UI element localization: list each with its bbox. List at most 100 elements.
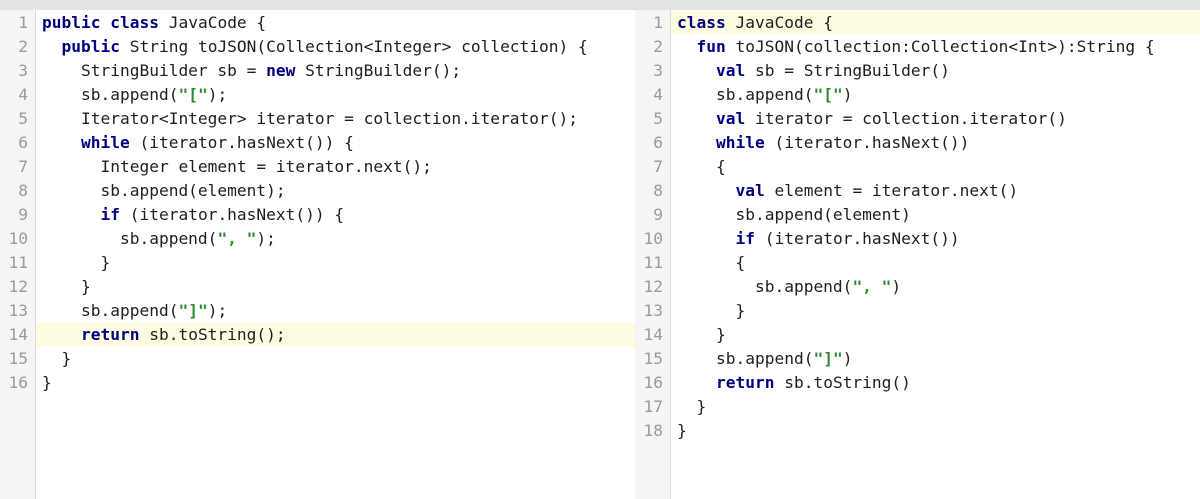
code-text: } <box>671 299 1200 323</box>
code-line[interactable]: 9 if (iterator.hasNext()) { <box>0 203 635 227</box>
line-number: 9 <box>18 205 28 224</box>
code-line[interactable]: 8 val element = iterator.next() <box>635 179 1200 203</box>
line-number: 14 <box>8 325 29 344</box>
code-line[interactable]: 5 Iterator<Integer> iterator = collectio… <box>0 107 635 131</box>
code-text: } <box>36 347 635 371</box>
code-token: } <box>42 373 52 392</box>
keyword: return <box>715 373 775 392</box>
code-token: Integer element = iterator.next(); <box>42 157 432 176</box>
code-line[interactable]: 14 } <box>635 323 1200 347</box>
line-number: 7 <box>653 157 663 176</box>
code-line[interactable]: 12 } <box>0 275 635 299</box>
code-token: sb.toString(); <box>139 325 286 344</box>
line-number: 13 <box>643 301 664 320</box>
code-line[interactable]: 16 return sb.toString() <box>635 371 1200 395</box>
code-token: } <box>677 397 707 416</box>
code-token: ); <box>256 229 276 248</box>
code-token: StringBuilder(); <box>295 61 462 80</box>
code-line[interactable]: 11 { <box>635 251 1200 275</box>
code-line[interactable]: 5 val iterator = collection.iterator() <box>635 107 1200 131</box>
code-line[interactable]: 8 sb.append(element); <box>0 179 635 203</box>
line-number: 1 <box>653 13 663 32</box>
code-line[interactable]: 13 sb.append("]"); <box>0 299 635 323</box>
code-text: val iterator = collection.iterator() <box>671 107 1200 131</box>
line-number: 12 <box>643 277 664 296</box>
code-line[interactable]: 2 public String toJSON(Collection<Intege… <box>0 35 635 59</box>
code-token <box>677 109 716 128</box>
code-line[interactable]: 17 } <box>635 395 1200 419</box>
code-text: } <box>36 275 635 299</box>
code-line[interactable]: 11 } <box>0 251 635 275</box>
code-line[interactable]: 4 sb.append("["); <box>0 83 635 107</box>
code-token: ); <box>207 301 228 320</box>
code-token: sb.append(element); <box>42 181 286 200</box>
code-text: Integer element = iterator.next(); <box>36 155 635 179</box>
code-token: sb.append( <box>42 229 218 248</box>
line-number: 11 <box>643 253 664 272</box>
code-line[interactable]: 4 sb.append("[") <box>635 83 1200 107</box>
keyword: public <box>61 37 120 56</box>
code-token: { <box>677 157 726 176</box>
code-line[interactable]: 9 sb.append(element) <box>635 203 1200 227</box>
keyword: class <box>110 13 159 32</box>
code-text: return sb.toString() <box>671 371 1200 395</box>
code-token: } <box>677 325 726 344</box>
code-text: sb.append("]"); <box>36 299 635 323</box>
code-line[interactable]: 7 Integer element = iterator.next(); <box>0 155 635 179</box>
code-token: (iterator.hasNext()) { <box>119 205 345 224</box>
code-line[interactable]: 16} <box>0 371 635 395</box>
code-line[interactable]: 6 while (iterator.hasNext()) { <box>0 131 635 155</box>
code-token: sb.append( <box>42 301 179 320</box>
code-token: } <box>42 277 91 296</box>
code-text: sb.append("[") <box>671 83 1200 107</box>
code-token: element = iterator.next() <box>764 181 1019 200</box>
code-line[interactable]: 10 sb.append(", "); <box>0 227 635 251</box>
line-number: 10 <box>643 229 664 248</box>
line-number: 16 <box>643 373 664 392</box>
code-lines: 1 class JavaCode {2 fun toJSON(collection… <box>635 11 1200 443</box>
code-text: if (iterator.hasNext()) { <box>36 203 635 227</box>
string-literal: "[" <box>813 85 843 104</box>
code-text: val sb = StringBuilder() <box>671 59 1200 83</box>
line-number: 5 <box>18 109 28 128</box>
code-line[interactable]: 13 } <box>635 299 1200 323</box>
code-line[interactable]: 1 class JavaCode { <box>635 11 1200 35</box>
code-line[interactable]: 14 return sb.toString(); <box>0 323 635 347</box>
code-line[interactable]: 15 } <box>0 347 635 371</box>
code-token: sb = StringBuilder() <box>745 61 950 80</box>
code-token: (iterator.hasNext()) { <box>129 133 354 152</box>
line-number: 6 <box>653 133 663 152</box>
code-line[interactable]: 3 StringBuilder sb = new StringBuilder()… <box>0 59 635 83</box>
line-number: 15 <box>8 349 29 368</box>
code-token: (iterator.hasNext()) <box>764 133 970 152</box>
code-line[interactable]: 7 { <box>635 155 1200 179</box>
keyword: if <box>735 229 755 248</box>
string-literal: ", " <box>852 277 892 296</box>
code-line[interactable]: 12 sb.append(", ") <box>635 275 1200 299</box>
code-line[interactable]: 6 while (iterator.hasNext()) <box>635 131 1200 155</box>
line-number: 1 <box>18 13 28 32</box>
code-line[interactable]: 3 val sb = StringBuilder() <box>635 59 1200 83</box>
code-line[interactable]: 18} <box>635 419 1200 443</box>
code-text: sb.append(", ") <box>671 275 1200 299</box>
code-token: { <box>677 253 746 272</box>
code-token: sb.append( <box>677 85 814 104</box>
code-token: sb.append( <box>42 85 179 104</box>
code-text: class JavaCode { <box>671 11 1200 35</box>
code-line[interactable]: 15 sb.append("]") <box>635 347 1200 371</box>
code-text: return sb.toString(); <box>36 323 635 347</box>
code-token: ) <box>842 85 853 104</box>
kotlin-code-editor[interactable]: 1 class JavaCode {2 fun toJSON(collection… <box>635 10 1200 499</box>
line-number: 6 <box>18 133 28 152</box>
code-line[interactable]: 2 fun toJSON(collection:Collection<Int>)… <box>635 35 1200 59</box>
line-number: 5 <box>653 109 663 128</box>
code-line[interactable]: 10 if (iterator.hasNext()) <box>635 227 1200 251</box>
code-token: } <box>677 301 746 320</box>
line-number: 17 <box>643 397 664 416</box>
line-number: 7 <box>18 157 28 176</box>
code-token: sb.append(element) <box>677 205 911 224</box>
code-token: sb.append( <box>677 349 814 368</box>
string-literal: ", " <box>217 229 257 248</box>
